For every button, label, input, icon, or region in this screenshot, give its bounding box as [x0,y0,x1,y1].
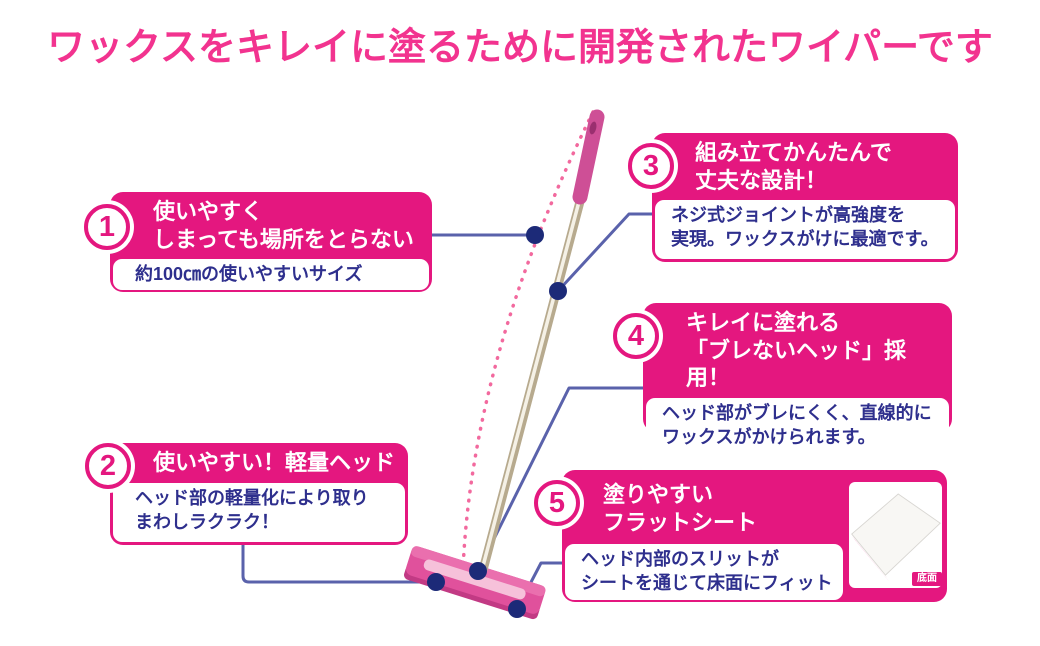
callout-5-body: ヘッド内部のスリットが シートを通じて床面にフィット [565,544,843,600]
callout-5-number: 5 [534,480,580,526]
callout-1-heading: 使いやすく しまっても場所をとらない [153,199,414,252]
grip-hang-hole [589,121,597,135]
sheet-bottom-label: 底面 [912,572,942,586]
page-title: ワックスをキレイに塗るために開発されたワイパーです [47,27,993,69]
callout-3: 組み立てかんたんで 丈夫な設計！ ネジ式ジョイントが高強度を 実現。ワックスがけ… [652,133,958,262]
callout-3-number: 3 [628,143,674,189]
callout-4-body: ヘッド部がブレにくく、直線的に ワックスがかけられます。 [646,397,949,454]
callout-5-text: 塗りやすい フラットシート ヘッド内部のスリットが シートを通じて床面にフィット [565,473,843,600]
callout-1-body: 約100㎝の使いやすいサイズ [113,259,429,291]
callout-2-heading: 使いやすい！軽量ヘッド [153,450,396,475]
callout-3-heading: 組み立てかんたんで 丈夫な設計！ [695,140,892,193]
callout-1: 使いやすく しまっても場所をとらない 約100㎝の使いやすいサイズ [110,192,432,292]
connector-line-4 [476,386,648,572]
connector-dot-3 [549,282,567,300]
connector-dot-4 [469,562,487,580]
callout-2-body: ヘッド部の軽量化により取り まわしラクラク！ [113,482,405,542]
connector-line-2 [241,543,436,584]
mop-pole-highlight [480,193,583,571]
callout-2-number: 2 [85,443,131,489]
callout-1-number: 1 [84,204,130,250]
connector-dot-1 [526,226,544,244]
swing-arc-dotted-line [461,110,595,572]
callout-3-body: ネジ式ジョイントが高強度を 実現。ワックスがけに最適です。 [655,200,955,259]
callout-4-heading: キレイに塗れる 「ブレないヘッド」採用！ [686,310,907,390]
callout-2: 使いやすい！軽量ヘッド ヘッド部の軽量化により取り まわしラクラク！ [110,443,408,545]
flat-sheet-bottom-view [851,493,941,582]
mop-head-slit [423,559,526,600]
sheet-face [851,493,941,576]
connector-dot-5 [508,600,526,618]
callout-4: キレイに塗れる 「ブレないヘッド」採用！ ヘッド部がブレにくく、直線的に ワック… [643,303,952,454]
callout-5-heading: 塗りやすい フラットシート [603,482,758,535]
callout-5: 塗りやすい フラットシート ヘッド内部のスリットが シートを通じて床面にフィット… [562,470,947,602]
connector-line-3 [556,212,655,293]
callout-4-number: 4 [613,313,659,359]
sheet-pink-edge [851,535,890,582]
connector-dot-2 [427,573,445,591]
sheet-illustration: 底面 [849,482,942,588]
